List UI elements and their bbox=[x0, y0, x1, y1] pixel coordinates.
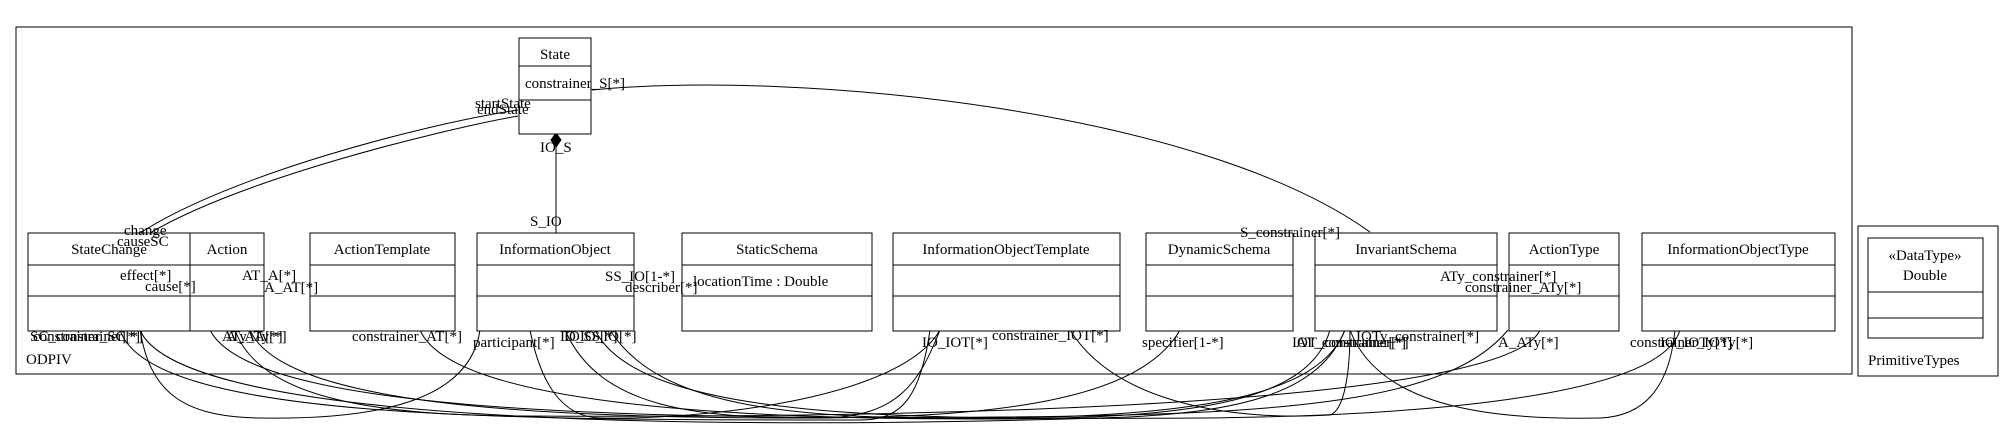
association-loop-11 bbox=[1069, 329, 1351, 417]
class-invariantschema[interactable]: InvariantSchema bbox=[1314, 232, 1498, 332]
class-name: StaticSchema bbox=[736, 242, 818, 258]
label-causesc: causeSC bbox=[117, 234, 169, 250]
label-s-io: S_IO bbox=[530, 214, 562, 230]
association-loop-6 bbox=[139, 329, 481, 419]
label-constrainer-sc: constrainer_SC[*] bbox=[33, 329, 143, 345]
label-s-constrainer: S_constrainer[*] bbox=[1240, 225, 1340, 241]
label-sc-constrainer: SC_constrainer[*] bbox=[30, 329, 140, 345]
label-a-aty: A_ATy[*] bbox=[1498, 335, 1559, 351]
class-informationobject[interactable]: InformationObject bbox=[476, 232, 635, 332]
label-a-aty-2: A_ATy[*] bbox=[226, 329, 287, 345]
class-name: Double bbox=[1903, 268, 1948, 284]
label-startstate: startState bbox=[475, 96, 531, 112]
composition-diamond-icon bbox=[550, 132, 562, 148]
class-name: InformationObjectTemplate bbox=[922, 242, 1090, 258]
class-name: DynamicSchema bbox=[1168, 242, 1271, 258]
association-loop-12 bbox=[249, 329, 1181, 419]
class-name: Action bbox=[207, 242, 248, 258]
package-name-odpiv: ODPIV bbox=[26, 352, 72, 368]
package-name-primitivetypes: PrimitiveTypes bbox=[1868, 353, 1960, 369]
class-action[interactable]: Action bbox=[189, 232, 265, 332]
label-constrainer-aty: constrainer_ATy[*] bbox=[1465, 280, 1581, 296]
association-s-constrainer bbox=[591, 84, 1371, 233]
label-at-a: AT_A[*] bbox=[242, 268, 296, 284]
class-actiontype[interactable]: ActionType bbox=[1508, 232, 1620, 332]
label-aty-constrainer: ATy_constrainer[*] bbox=[1440, 269, 1556, 285]
label-iot-constrainer: IOT_constrainer[*] bbox=[1292, 335, 1409, 351]
class-attribute: locationTime : Double bbox=[693, 274, 829, 290]
package-odpiv-frame bbox=[15, 26, 1853, 375]
label-describer: describer[*] bbox=[625, 280, 697, 296]
class-name: InformationObjectType bbox=[1667, 242, 1809, 258]
association-loop-10 bbox=[529, 329, 941, 419]
label-endstate: endState bbox=[477, 102, 529, 118]
association-startstate bbox=[139, 109, 519, 234]
class-name: State bbox=[540, 47, 570, 63]
class-name: InformationObject bbox=[499, 242, 611, 258]
label-io-s: IO_S bbox=[540, 140, 572, 156]
label-aty-a: ATy_A[*] bbox=[222, 329, 283, 345]
association-loop-3 bbox=[209, 329, 1509, 418]
association-loop-13 bbox=[1349, 329, 1676, 419]
association-loop-2 bbox=[139, 329, 1346, 424]
label-effect: effect[*] bbox=[120, 268, 171, 284]
label-cause: cause[*] bbox=[145, 279, 196, 295]
label-a-at: A_AT[*] bbox=[264, 280, 318, 296]
label-change: change bbox=[124, 223, 167, 239]
label-constrainer-iot: constrainer_IOT[*] bbox=[992, 328, 1109, 344]
label-io-ss: IO_SS[*] bbox=[560, 329, 618, 345]
class-statechange[interactable]: StateChange bbox=[27, 232, 192, 332]
class-actiontemplate[interactable]: ActionTemplate bbox=[309, 232, 456, 332]
label-participant: participant[*] bbox=[473, 335, 555, 351]
class-double[interactable]: «DataType» Double bbox=[1867, 237, 1984, 339]
class-dynamicschema[interactable]: DynamicSchema bbox=[1145, 232, 1294, 332]
class-stereotype: «DataType» bbox=[1888, 248, 1961, 264]
label-constrainer-ioty: constrainer_IOTy[*] bbox=[1630, 335, 1753, 351]
association-loop-1 bbox=[119, 329, 931, 421]
association-labels: startState endState IO_S S_IO change cau… bbox=[30, 96, 1753, 351]
label-ioio-io: IOIO_IO[*] bbox=[564, 329, 636, 345]
class-staticschema[interactable]: StaticSchema locationTime : Double bbox=[681, 232, 873, 332]
class-name: ActionType bbox=[1529, 242, 1600, 258]
label-specifier: specifier[1-*] bbox=[1142, 335, 1224, 351]
class-informationobjecttemplate[interactable]: InformationObjectTemplate bbox=[892, 232, 1121, 332]
class-name: ActionTemplate bbox=[334, 242, 431, 258]
label-io-ioty: IO_IOTy[*] bbox=[1660, 335, 1732, 351]
label-io-iot: IO_IOT[*] bbox=[922, 335, 988, 351]
label-ioty-constrainer: IOTy_constrainer[*] bbox=[1356, 329, 1479, 345]
label-constrainer-at: constrainer_AT[*] bbox=[352, 329, 462, 345]
label-ss-io: SS_IO[1-*] bbox=[605, 269, 675, 285]
class-attribute: constrainer_S[*] bbox=[525, 76, 625, 92]
association-lines bbox=[119, 84, 1681, 424]
package-primitivetypes-frame bbox=[1857, 225, 1999, 377]
class-name: StateChange bbox=[71, 242, 147, 258]
class-name: InvariantSchema bbox=[1355, 242, 1457, 258]
class-state[interactable]: State constrainer_S[*] bbox=[518, 37, 625, 135]
association-loop-9 bbox=[609, 329, 1346, 419]
association-endstate bbox=[149, 115, 519, 234]
class-informationobjecttype[interactable]: InformationObjectType bbox=[1641, 232, 1836, 332]
label-at-constrainer: AT_constrainer[*] bbox=[1296, 335, 1406, 351]
